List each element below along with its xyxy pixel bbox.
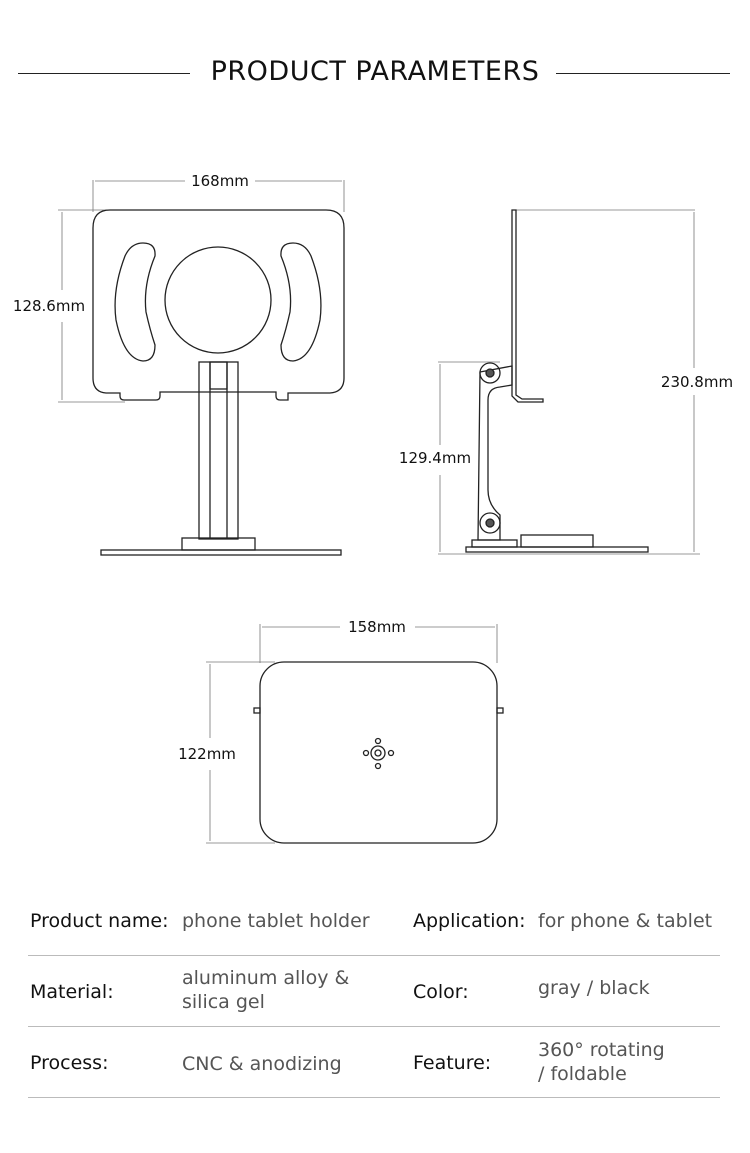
base-view: 158mm 122mm: [178, 618, 504, 844]
page-title: PRODUCT PARAMETERS: [200, 56, 550, 87]
spec-value: gray / black: [538, 977, 650, 999]
spec-value: 360° rotating/ foldable: [538, 1038, 665, 1086]
side-view: 230.8mm 129.4mm: [399, 209, 733, 555]
spec-value: phone tablet holder: [182, 910, 370, 932]
spec-row: Material: aluminum alloy &silica gel Col…: [28, 956, 720, 1027]
side-total-height-label: 230.8mm: [661, 373, 733, 391]
spec-value: aluminum alloy &silica gel: [182, 966, 349, 1014]
spec-label: Product name:: [30, 910, 169, 932]
technical-drawing: 168mm 128.6mm 230.8mm 129.4mm: [13, 172, 733, 844]
side-arm-height-label: 129.4mm: [399, 449, 471, 467]
base-width-label: 158mm: [348, 618, 406, 636]
spec-value-line: silica gel: [182, 991, 265, 1013]
spec-value-line: 360° rotating: [538, 1039, 665, 1061]
spec-value: for phone & tablet: [538, 910, 713, 932]
spec-value-line: aluminum alloy &: [182, 967, 350, 989]
header-divider-right: [556, 73, 730, 74]
spec-label: Application:: [413, 910, 526, 932]
section-header: PRODUCT PARAMETERS: [0, 52, 750, 96]
spec-table: Product name: phone tablet holder Applic…: [28, 885, 720, 1098]
header-divider-left: [18, 73, 190, 74]
front-width-label: 168mm: [191, 172, 249, 190]
spec-value-line: / foldable: [538, 1063, 627, 1085]
front-height-label: 128.6mm: [13, 297, 85, 315]
spec-label: Feature:: [413, 1052, 492, 1074]
spec-label: Process:: [30, 1052, 109, 1074]
base-depth-label: 122mm: [178, 745, 236, 763]
spec-row: Product name: phone tablet holder Applic…: [28, 885, 720, 956]
spec-value: CNC & anodizing: [182, 1053, 342, 1075]
spec-row: Process: CNC & anodizing Feature: 360° r…: [28, 1027, 720, 1098]
spec-label: Material:: [30, 981, 114, 1003]
spec-label: Color:: [413, 981, 469, 1003]
front-view: 168mm 128.6mm: [13, 172, 345, 556]
